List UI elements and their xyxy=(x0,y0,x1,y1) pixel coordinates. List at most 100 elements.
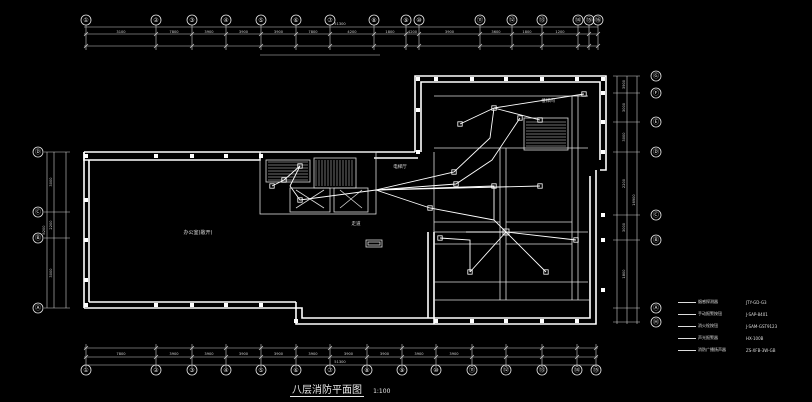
dim-bottom-seg-1: 7800 xyxy=(116,352,126,356)
axis-top-12: ⑫ xyxy=(506,14,518,26)
axis-top-9: ⑨ xyxy=(400,14,412,26)
column-24 xyxy=(601,120,605,124)
axis-top-13: ⑬ xyxy=(536,14,548,26)
column-27 xyxy=(601,238,605,242)
smoke-detector-1 xyxy=(297,163,303,169)
legend-symbol-5 xyxy=(678,347,696,353)
svg-text:Ⓐ: Ⓐ xyxy=(35,304,41,312)
axis-top-2: ② xyxy=(150,14,162,26)
dim-left-seg-1: 3000 xyxy=(49,177,53,187)
legend-value-2: J-SAP-8401 xyxy=(746,311,768,317)
dim-top-seg-5: 3900 xyxy=(274,30,284,34)
interior-partitions xyxy=(259,95,590,301)
svg-text:⑨: ⑨ xyxy=(403,17,408,24)
column-4 xyxy=(154,303,158,307)
dim-top-seg-7: 4200 xyxy=(347,30,357,34)
building-walls xyxy=(83,75,607,325)
legend-label-4: 声光报警器 xyxy=(698,335,718,340)
column-32 xyxy=(84,198,88,202)
column-25 xyxy=(601,150,605,154)
dim-bottom-seg-4: 3900 xyxy=(239,352,249,356)
smoke-detector-4 xyxy=(451,169,457,175)
axis-right-6: Ⓑ xyxy=(650,234,662,246)
svg-text:⑭: ⑭ xyxy=(575,16,581,24)
axis-left-1: Ⓓ xyxy=(32,146,44,158)
drawing-title: 八层消防平面图 xyxy=(290,385,364,397)
dim-top-seg-8: 1800 xyxy=(385,30,395,34)
svg-text:④: ④ xyxy=(223,17,228,24)
axis-left-3: Ⓑ xyxy=(32,232,44,244)
svg-text:⑬: ⑬ xyxy=(539,366,545,374)
dim-top-seg-9: 4200 xyxy=(408,30,418,34)
svg-text:⑪: ⑪ xyxy=(477,16,483,24)
dim-bottom-seg-3: 3900 xyxy=(204,352,214,356)
dim-right-total: 16900 xyxy=(632,194,636,206)
svg-text:①: ① xyxy=(83,367,88,374)
smoke-detector-10 xyxy=(517,115,523,121)
dim-top-seg-12: 1800 xyxy=(522,30,532,34)
axis-top-8: ⑧ xyxy=(368,14,380,26)
smoke-detector-18 xyxy=(297,197,303,203)
axis-left-4: Ⓐ xyxy=(32,302,44,314)
column-26 xyxy=(601,213,605,217)
svg-text:Ⓖ: Ⓖ xyxy=(653,72,659,80)
svg-text:Ⓐ: Ⓐ xyxy=(653,304,659,312)
svg-text:②: ② xyxy=(153,367,159,374)
smoke-detector-7 xyxy=(457,121,463,127)
svg-text:⑪: ⑪ xyxy=(469,366,475,374)
dim-left-seg-2: 2200 xyxy=(49,220,53,230)
dim-bottom-seg-6: 3900 xyxy=(308,352,318,356)
svg-text:Ⓑ: Ⓑ xyxy=(653,236,659,244)
dim-right-seg-1: 3900 xyxy=(622,79,626,89)
dim-left-seg-3: 3000 xyxy=(49,268,53,278)
dim-top-seg-3: 3900 xyxy=(204,30,214,34)
smoke-detector-11 xyxy=(537,183,543,189)
axis-top-15: ⑮ xyxy=(583,14,595,26)
legend-value-1: JTY-GD-G3 xyxy=(746,299,767,305)
smoke-detector-8 xyxy=(581,91,587,97)
smoke-detector-17 xyxy=(427,205,433,211)
axis-right-2: Ⓕ xyxy=(650,87,662,99)
column-20 xyxy=(540,77,544,81)
dim-bottom-seg-10: 3900 xyxy=(449,352,459,356)
dim-bottom-seg-5: 3900 xyxy=(274,352,284,356)
column-14 xyxy=(504,319,508,323)
svg-text:④: ④ xyxy=(223,367,228,374)
column-1 xyxy=(84,154,88,158)
legend-symbol-4 xyxy=(678,335,696,341)
column-11 xyxy=(294,319,298,323)
column-13 xyxy=(470,319,474,323)
axis-top-4: ④ xyxy=(220,14,232,26)
column-15 xyxy=(540,319,544,323)
dim-right-seg-2: 3000 xyxy=(622,102,626,112)
dim-bottom-seg-8: 3900 xyxy=(380,352,390,356)
axis-right-7: Ⓐ xyxy=(650,302,662,314)
column-2 xyxy=(84,303,88,307)
smoke-detector-3 xyxy=(281,177,287,183)
room-label-stair: 楼梯间 xyxy=(541,97,555,104)
legend-symbol-2 xyxy=(678,311,696,317)
axis-top-5: ⑤ xyxy=(255,14,267,26)
axis-right-4: Ⓓ xyxy=(650,146,662,158)
axis-top-11: ⑪ xyxy=(474,14,486,26)
svg-text:Ⓕ: Ⓕ xyxy=(653,89,659,97)
dim-top-seg-6: 7800 xyxy=(308,30,318,34)
axis-top-14: ⑭ xyxy=(572,14,584,26)
dimension-lines xyxy=(46,26,638,366)
svg-text:⑫: ⑫ xyxy=(509,16,515,24)
smoke-detector-9 xyxy=(537,117,543,123)
room-label-corridor: 走道 xyxy=(352,220,361,227)
column-5 xyxy=(190,154,194,158)
smoke-detector-2 xyxy=(269,183,275,189)
axis-top-16: ⑯ xyxy=(592,14,604,26)
column-16 xyxy=(575,319,579,323)
legend-label-5: 消防广播扬声器 xyxy=(698,347,726,352)
svg-text:⑦: ⑦ xyxy=(327,367,333,374)
column-3 xyxy=(154,154,158,158)
dim-bottom-seg-7: 3900 xyxy=(344,352,354,356)
axis-top-1: ① xyxy=(80,14,92,26)
column-31 xyxy=(416,150,420,154)
dim-top-seg-11: 3600 xyxy=(491,30,501,34)
